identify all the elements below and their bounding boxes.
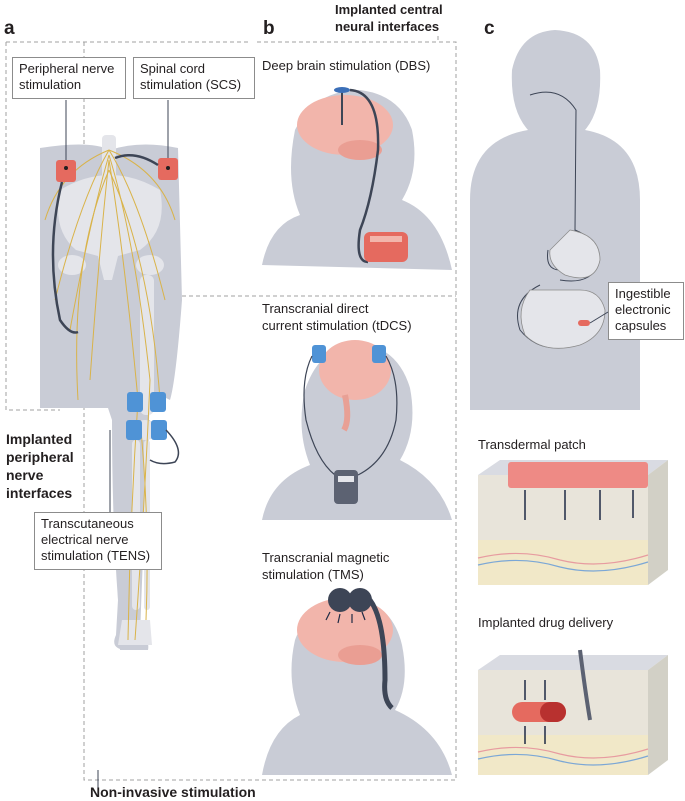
implanted-drug-skin-block: [477, 649, 668, 775]
implanted-drug-label: Implanted drug delivery: [478, 615, 614, 630]
implanted-central-header: Implanted central neural interfaces: [335, 2, 443, 34]
ingestible-capsule: [578, 320, 590, 326]
transdermal-label: Transdermal patch: [478, 437, 586, 452]
implanted-peripheral-header: Implanted peripheral nerve interfaces: [6, 431, 74, 501]
panel-c-label: c: [484, 18, 495, 39]
stomach-intestines: [520, 229, 606, 349]
panel-a-label: a: [4, 18, 15, 39]
tdcs-label: Transcranial direct current stimulation …: [262, 301, 412, 333]
tdcs-head: [262, 340, 452, 520]
tms-head: [262, 588, 452, 775]
dbs-label: Deep brain stimulation (DBS): [262, 58, 431, 73]
dbs-head: [262, 87, 452, 270]
tms-label: Transcranial magnetic stimulation (TMS): [262, 550, 390, 582]
non-invasive-header: Non-invasive stimulation: [90, 784, 256, 800]
ingestible-box: Ingestible electronic capsules: [608, 282, 684, 340]
transdermal-skin-block: [477, 460, 668, 585]
tens-electrodes: [109, 392, 180, 512]
connector-lines: [97, 311, 609, 793]
peripheral-stimulator-device: [51, 100, 79, 334]
peripheral-nerve-box: Peripheral nerve stimulation: [12, 57, 126, 99]
panel-b-label: b: [263, 18, 275, 39]
tens-box: Transcutaneous electrical nerve stimulat…: [34, 512, 162, 570]
dashed-frames: [5, 36, 457, 781]
scs-box: Spinal cord stimulation (SCS): [133, 57, 255, 99]
scs-device: [114, 100, 178, 180]
upper-body-silhouette: [470, 30, 640, 410]
